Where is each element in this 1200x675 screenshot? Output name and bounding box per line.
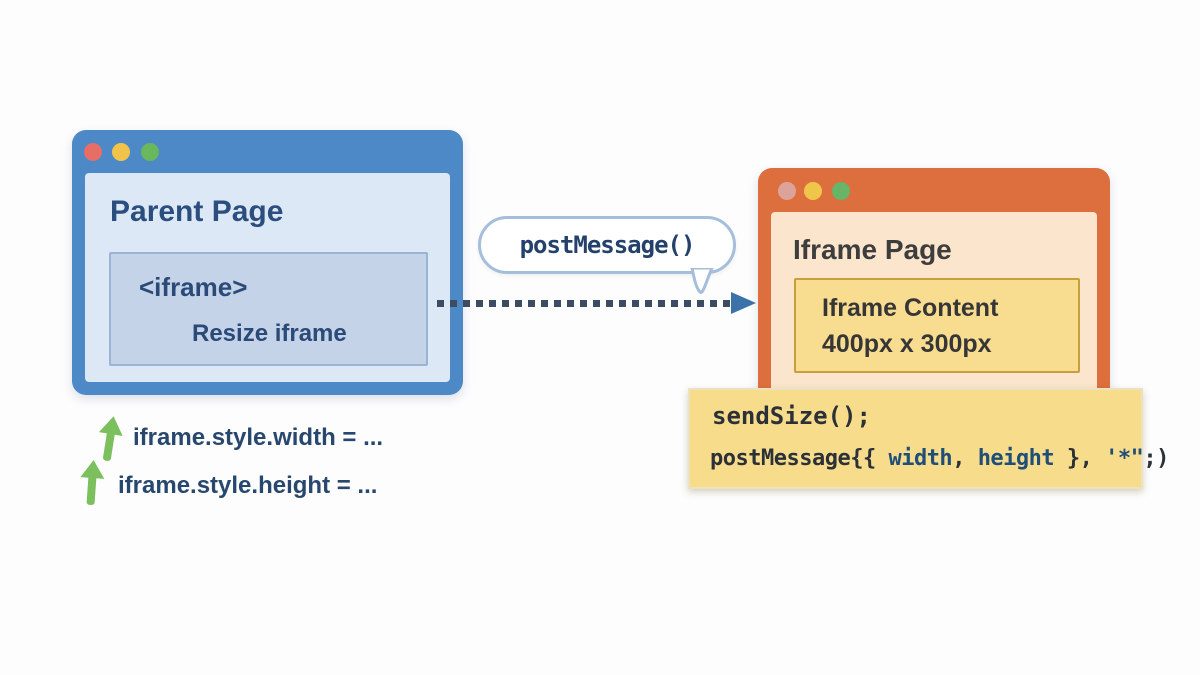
code-token-width: width — [888, 446, 953, 471]
postmessage-bubble: postMessage() — [478, 216, 736, 274]
traffic-light-close-icon — [84, 143, 102, 161]
iframe-content-size: 400px x 300px — [822, 330, 992, 358]
up-arrow-icon — [98, 416, 123, 461]
code-token: { — [862, 446, 889, 471]
traffic-light-minimize-icon — [804, 182, 822, 200]
code-token: , — [952, 446, 978, 471]
parent-page-title: Parent Page — [110, 195, 284, 228]
send-size-code-box: sendSize(); postMessage{{ width, height … — [688, 388, 1169, 489]
up-arrow-icon — [80, 460, 105, 506]
code-token: ;) — [1143, 446, 1169, 471]
parent-page-window: Parent Page <iframe> Resize iframe — [72, 130, 463, 395]
code-token-height: height — [977, 446, 1055, 471]
iframe-page-title: Iframe Page — [793, 234, 952, 265]
sendsize-code-line: sendSize(); — [712, 402, 871, 430]
traffic-light-minimize-icon — [112, 143, 130, 161]
iframe-element-box: <iframe> Resize iframe — [109, 252, 428, 366]
traffic-light-zoom-icon — [832, 182, 850, 200]
postmessage-bubble-label: postMessage() — [519, 231, 696, 259]
code-token-origin: '*" — [1105, 446, 1144, 471]
iframe-style-height-note: iframe.style.height = ... — [118, 472, 378, 499]
iframe-content-label: Iframe Content — [822, 294, 999, 322]
traffic-light-zoom-icon — [141, 143, 159, 161]
arrowhead-icon — [731, 292, 756, 314]
resize-iframe-label: Resize iframe — [192, 320, 347, 347]
code-token: }, — [1054, 446, 1106, 471]
postmessage-code-line: postMessage{{ width, height }, '*";) — [710, 446, 1169, 471]
iframe-style-width-note: iframe.style.width = ... — [133, 424, 384, 451]
iframe-content-box: Iframe Content 400px x 300px — [794, 278, 1080, 373]
parent-page-body: Parent Page <iframe> Resize iframe — [85, 173, 450, 382]
bubble-tail-icon — [690, 268, 714, 294]
iframe-tag-label: <iframe> — [139, 272, 248, 302]
dashed-arrow-line — [437, 300, 733, 307]
code-token: postMessage{ — [710, 446, 863, 471]
traffic-light-close-icon — [778, 182, 796, 200]
